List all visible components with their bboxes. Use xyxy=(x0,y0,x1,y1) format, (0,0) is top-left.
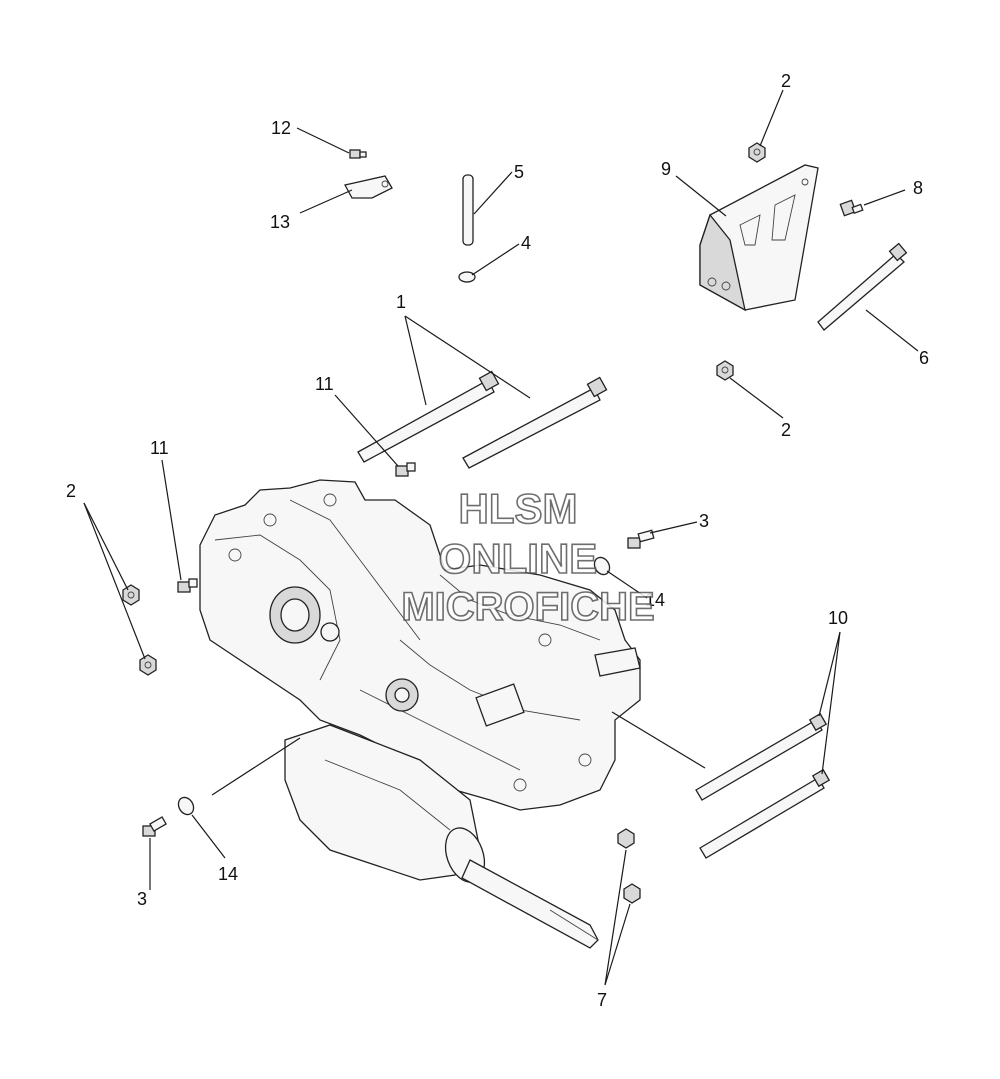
leader-lines xyxy=(83,89,919,986)
callout-4: 4 xyxy=(521,233,531,253)
callout-13: 13 xyxy=(270,212,290,232)
bolt-part-8 xyxy=(839,199,864,217)
bracket-part-9 xyxy=(699,164,819,312)
bolt-pair-part-10 xyxy=(695,712,831,859)
pin-part-5 xyxy=(462,174,474,246)
washer-part-14 xyxy=(177,556,611,816)
callout-12: 12 xyxy=(271,118,291,138)
callout-3-left: 3 xyxy=(137,889,147,909)
bolt-part-3 xyxy=(142,529,655,837)
callout-11-center: 11 xyxy=(315,374,334,394)
callout-1: 1 xyxy=(396,292,406,312)
transmission-housing xyxy=(199,479,641,811)
callout-10: 10 xyxy=(828,608,848,628)
nut-part-2 xyxy=(122,142,766,676)
callout-8: 8 xyxy=(913,178,923,198)
callout-3-right: 3 xyxy=(699,511,709,531)
nut-part-7 xyxy=(617,828,641,904)
callout-2-right: 2 xyxy=(781,420,791,440)
clamp-part-13 xyxy=(344,175,393,199)
long-bolt-pair xyxy=(357,370,608,469)
clip-part-4 xyxy=(458,271,476,283)
callout-labels: 1 2 2 2 3 3 4 5 6 7 8 9 10 11 11 12 13 1… xyxy=(66,71,929,1010)
screw-part-12 xyxy=(349,149,367,159)
callout-6: 6 xyxy=(919,348,929,368)
watermark-line-3: MICROFICHE xyxy=(401,585,654,629)
bolt-part-6 xyxy=(817,242,908,331)
callout-9: 9 xyxy=(661,159,671,179)
watermark: HLSM ONLINE MICROFICHE xyxy=(401,484,656,630)
callout-14-left: 14 xyxy=(218,864,238,884)
watermark-line-2: ONLINE xyxy=(439,535,598,582)
output-shaft-assembly xyxy=(284,724,599,949)
callout-7: 7 xyxy=(597,990,607,1010)
callout-2-left: 2 xyxy=(66,481,76,501)
callout-5: 5 xyxy=(514,162,524,182)
watermark-line-1: HLSM xyxy=(459,485,578,532)
callout-2-top: 2 xyxy=(781,71,791,91)
callout-14-right: 14 xyxy=(645,590,665,610)
callout-11-left: 11 xyxy=(150,438,169,458)
bolt-part-11 xyxy=(177,462,416,593)
